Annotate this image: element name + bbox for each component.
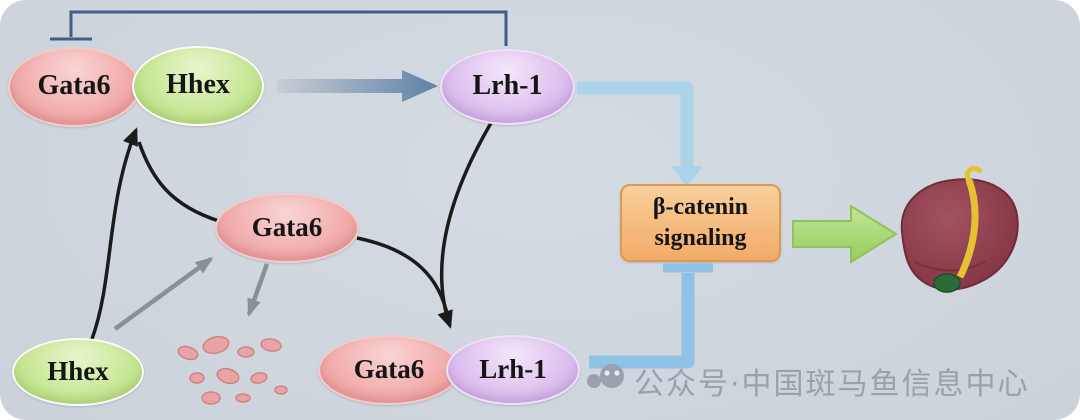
- arrow-gata6mid-to-particles: [246, 263, 270, 317]
- node-label: Hhex: [166, 69, 230, 100]
- bile-duct-icon: [956, 178, 979, 279]
- node-gata6-bottom: Gata6: [318, 335, 460, 405]
- node-gata6-top: Gata6: [8, 47, 140, 127]
- node-lrh1-top: Lrh-1: [440, 49, 575, 125]
- node-hhex-bottom: Hhex: [12, 338, 144, 406]
- node-label: Hhex: [47, 355, 109, 386]
- official-account-logo-icon: [587, 364, 624, 388]
- node-gata6-middle: Gata6: [215, 193, 359, 263]
- beta-catenin-line1: β-catenin: [652, 193, 749, 220]
- pink-particles-icon: [177, 335, 288, 405]
- node-label: Gata6: [37, 70, 111, 101]
- node-hhex-top: Hhex: [132, 46, 264, 126]
- arrow-gata6mid-to-bottom-complex: [356, 236, 450, 319]
- blue-inhibition-line: [589, 263, 713, 369]
- liver-icon: [900, 166, 1019, 293]
- arrow-gata6mid-to-complex: [137, 141, 220, 223]
- node-label: Gata6: [353, 353, 425, 384]
- watermark-text: 公众号·中国斑马鱼信息中心: [634, 367, 1030, 402]
- arrow-lrh1-to-bottom-complex: [437, 122, 493, 329]
- inhibition-feedback-line: [50, 10, 508, 46]
- arrow-hhex-to-complex: [90, 127, 138, 340]
- node-label: Lrh-1: [472, 70, 543, 101]
- node-label: Gata6: [251, 211, 323, 242]
- beta-catenin-signaling-box: β-catenin signaling: [620, 184, 781, 262]
- blue-activation-arrow: [577, 81, 703, 187]
- gallbladder-icon: [933, 273, 961, 293]
- gradient-block-arrow-icon: [277, 70, 438, 102]
- arrow-hhex-to-gata6mid: [113, 257, 214, 331]
- green-block-arrow-icon: [792, 204, 898, 264]
- node-lrh1-bottom: Lrh-1: [446, 335, 580, 405]
- beta-catenin-line2: signaling: [654, 225, 747, 251]
- node-label: Lrh-1: [479, 353, 547, 384]
